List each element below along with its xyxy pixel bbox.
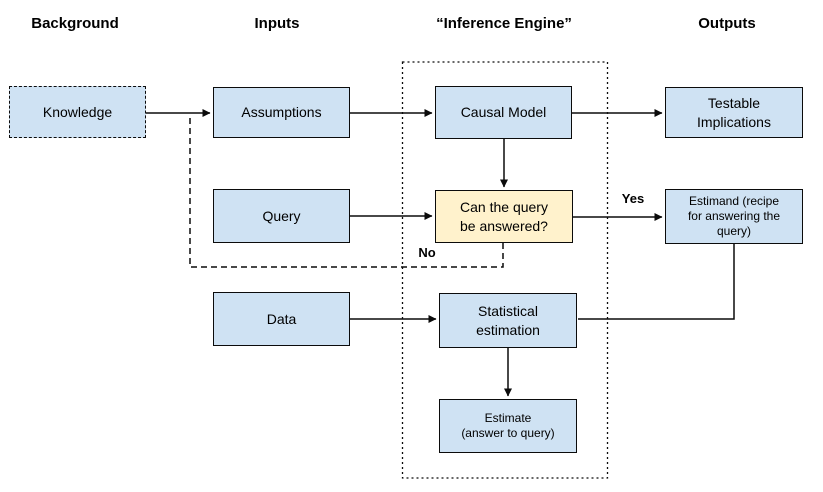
node-label: Assumptions xyxy=(241,104,322,121)
edge-label-no: No xyxy=(418,245,436,260)
node-testable-implications: Testable Implications xyxy=(665,87,803,138)
node-estimand: Estimand (recipe for answering the query… xyxy=(665,189,803,244)
edge-label-yes: Yes xyxy=(621,191,645,206)
header-outputs: Outputs xyxy=(698,15,756,32)
node-statistical-estimation: Statistical estimation xyxy=(439,293,577,348)
node-label: Estimand (recipe xyxy=(688,194,780,208)
node-data: Data xyxy=(213,292,350,346)
header-background: Background xyxy=(31,15,119,32)
node-label: be answered? xyxy=(460,217,548,234)
node-label: for answering the xyxy=(687,209,781,223)
edge-no-feedback-loop xyxy=(189,114,504,268)
node-knowledge: Knowledge xyxy=(9,86,146,138)
node-can-query-be-answered: Can the query be answered? xyxy=(435,190,573,243)
node-label: Query xyxy=(262,207,301,224)
node-label: Testable xyxy=(707,95,761,112)
node-estimate: Estimate (answer to query) xyxy=(439,399,577,453)
node-assumptions: Assumptions xyxy=(213,87,350,138)
header-inference-engine: “Inference Engine” xyxy=(436,15,572,32)
node-label: Data xyxy=(266,310,297,327)
node-causal-model: Causal Model xyxy=(435,86,572,139)
node-label: Estimate xyxy=(484,411,532,425)
node-label: Causal Model xyxy=(460,104,547,121)
node-label: (answer to query) xyxy=(461,426,555,440)
node-query: Query xyxy=(213,189,350,243)
node-label: query) xyxy=(716,224,751,238)
node-label: Implications xyxy=(697,113,771,130)
node-label: estimation xyxy=(476,321,540,338)
node-label: Can the query xyxy=(460,199,548,216)
header-inputs: Inputs xyxy=(254,15,300,32)
node-label: Statistical xyxy=(478,303,538,320)
node-label: Knowledge xyxy=(42,103,113,120)
edge-estimand-to-statistical-estimation xyxy=(578,244,735,320)
